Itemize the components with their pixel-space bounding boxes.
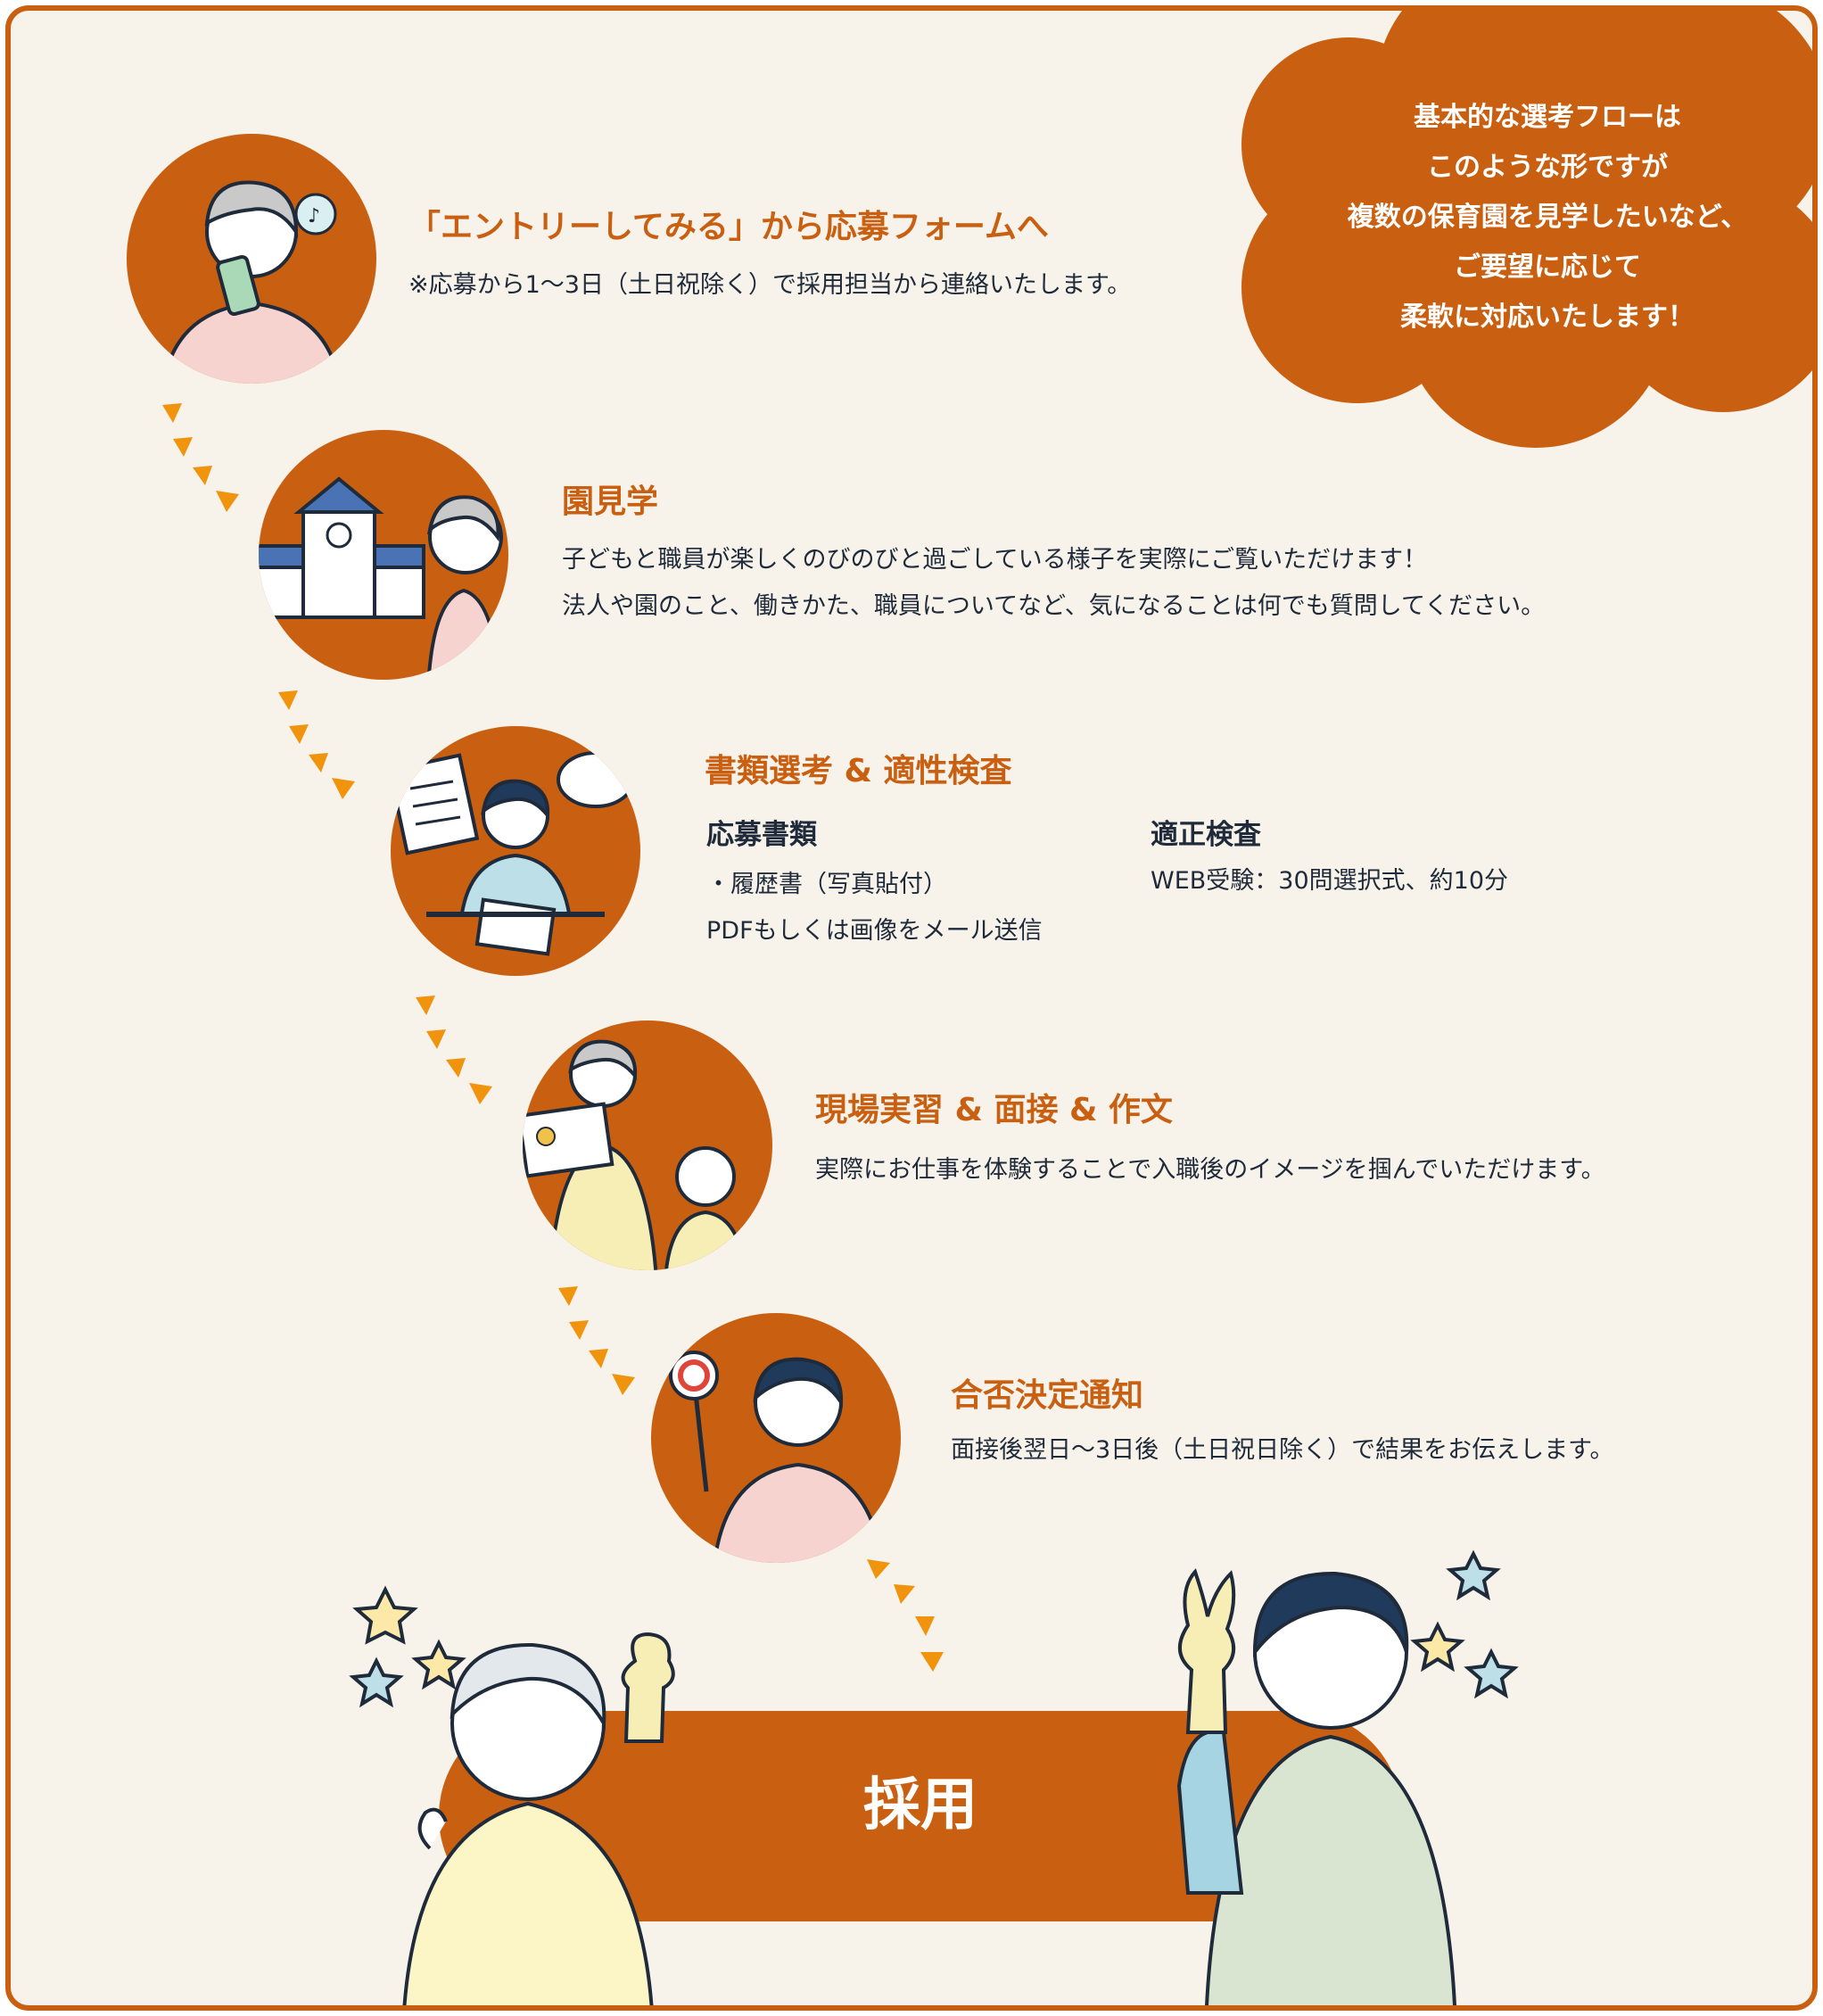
cloud-line: 複数の保育園を見学したいなど、 <box>1347 202 1748 233</box>
adopt-banner <box>439 1711 1402 1921</box>
speech-cloud <box>1241 11 1812 448</box>
cloud-line: ご要望に応じて <box>1454 252 1641 283</box>
document-review-icon <box>391 751 635 956</box>
arrow-connector-2 <box>278 690 355 799</box>
arrow-connector-1 <box>162 403 239 512</box>
step-1-desc: ※応募から1〜3日（土日祝除く）で採用担当から連絡いたします。 <box>408 271 1132 299</box>
step-2-title: 園見学 <box>562 483 659 520</box>
result-sign-icon <box>669 1351 884 1563</box>
step-4-illustration <box>523 1020 772 1270</box>
step-3-documents-heading: 応募書類 <box>706 819 817 851</box>
step-2-desc-line: 法人や園のこと、働きかた、職員についてなど、気になることは何でも質問してください… <box>562 592 1546 620</box>
step-2-desc-line: 子どもと職員が楽しくのびのびと過ごしている様子を実際にご覧いただけます！ <box>562 546 1428 574</box>
step-3-aptitude-line: WEB受験：30問選択式、約10分 <box>1151 867 1508 895</box>
flow-panel: 基本的な選考フローは このような形ですが 複数の保育園を見学したいなど、 ご要望… <box>5 5 1818 2011</box>
step-4-title: 現場実習 & 面接 & 作文 <box>815 1092 1173 1128</box>
adopt-label: 採用 <box>863 1772 977 1838</box>
step-5-title: 合否決定通知 <box>951 1377 1144 1414</box>
svg-text:♪: ♪ <box>308 205 320 227</box>
arrow-connector-3 <box>416 996 492 1104</box>
step-1-illustration: ♪ <box>127 134 376 384</box>
step-3-illustration <box>391 726 640 976</box>
nursery-building-icon <box>259 476 503 680</box>
caregiver-child-icon <box>523 1039 747 1270</box>
step-5-desc: 面接後翌日〜3日後（土日祝日除く）で結果をお伝えします。 <box>951 1436 1614 1464</box>
step-2-illustration <box>259 430 508 680</box>
woman-phone-icon: ♪ <box>161 180 342 384</box>
step-3-aptitude-heading: 適正検査 <box>1151 819 1261 851</box>
arrow-connector-5 <box>867 1559 944 1672</box>
step-3-title: 書類選考 & 適性検査 <box>705 753 1012 789</box>
cloud-line: 柔軟に対応いたします！ <box>1400 302 1695 333</box>
step-3-documents-line: PDFもしくは画像をメール送信 <box>706 917 1043 945</box>
step-3-documents-line: ・履歴書（写真貼付） <box>706 871 947 898</box>
cloud-line: このような形ですが <box>1427 152 1668 183</box>
step-1-title: 「エントリーしてみる」から応募フォームへ <box>408 209 1049 245</box>
cloud-message: 基本的な選考フローは このような形ですが 複数の保育園を見学したいなど、 ご要望… <box>1293 93 1802 343</box>
step-4-desc: 実際にお仕事を体験することで入職後のイメージを掴んでいただけます。 <box>815 1156 1605 1184</box>
step-5-illustration <box>651 1313 901 1563</box>
arrow-connector-4 <box>558 1286 635 1395</box>
left-caregiver-illustration <box>349 1585 675 2005</box>
right-caregiver-illustration <box>1176 1549 1519 2005</box>
cloud-line: 基本的な選考フローは <box>1414 102 1681 133</box>
